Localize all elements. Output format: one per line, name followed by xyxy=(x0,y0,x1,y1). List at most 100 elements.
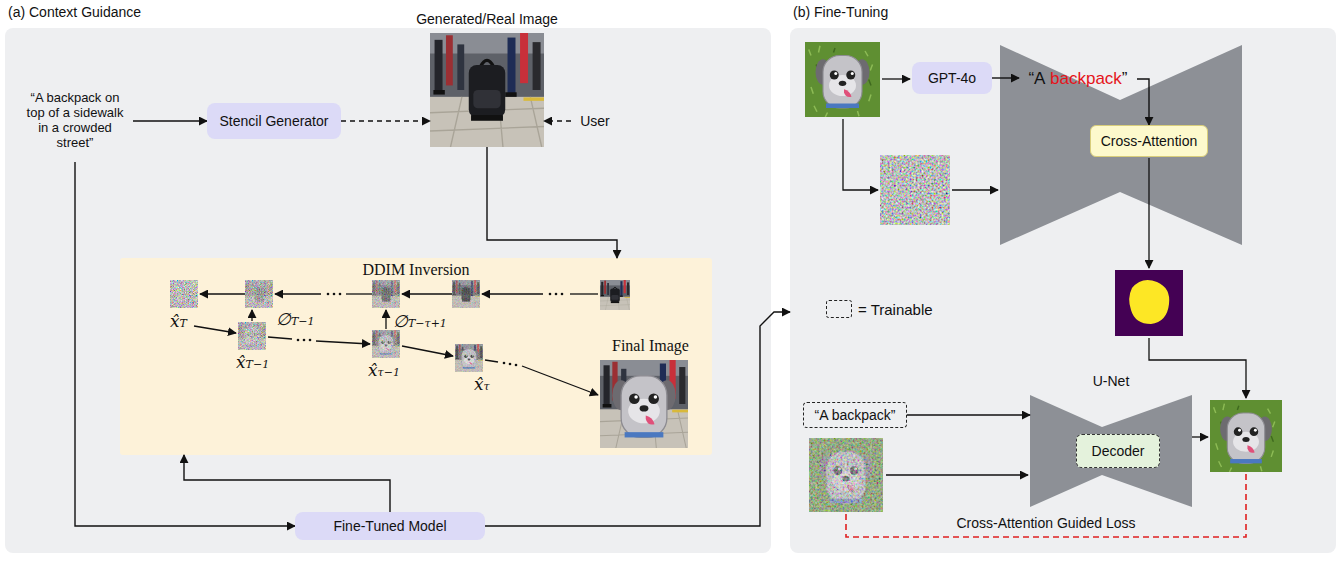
connector-arrow xyxy=(75,162,295,526)
inversion-arrows xyxy=(485,360,498,362)
fine-tuning-arrows xyxy=(1149,338,1246,398)
inversion-latents xyxy=(452,280,480,308)
fine-tuning-arrows xyxy=(952,189,998,190)
decoder-box: Decoder xyxy=(1076,434,1160,468)
connector-arrow xyxy=(485,312,790,526)
panel: “A backpack on top of a sidewalk in a cr… xyxy=(5,28,771,553)
noisy-backpack-image xyxy=(809,438,883,512)
inversion-arrows xyxy=(339,293,342,296)
variable-label: x̂τ−1 xyxy=(368,360,400,380)
legend-entry: = Trainable xyxy=(826,300,933,318)
attention-mask xyxy=(1129,280,1169,324)
variable-label: ∅T−1 xyxy=(276,309,315,329)
node-label: User xyxy=(580,113,610,129)
inversion-arrows xyxy=(402,293,452,294)
backpack-photo xyxy=(805,42,880,117)
denoised-latents xyxy=(238,322,688,448)
inversion-arrows xyxy=(268,337,292,339)
inversion-arrows xyxy=(515,364,518,367)
legend-swatch xyxy=(826,300,852,318)
node-label: “A backpack on top of a sidewalk in a cr… xyxy=(25,91,125,151)
connector-arrow xyxy=(487,147,617,258)
loss-line xyxy=(846,474,1246,537)
inversion-latents xyxy=(170,280,198,308)
inversion-arrows xyxy=(570,293,598,294)
inversion-arrows xyxy=(561,293,564,296)
connector-arrow xyxy=(341,120,430,121)
variable-label: x̂T xyxy=(170,311,187,331)
inversion-arrows xyxy=(346,293,372,294)
variable-label: x̂τ xyxy=(474,374,490,394)
inversion-latents xyxy=(372,280,400,308)
inversion-arrows xyxy=(275,293,321,294)
noisy-backpack-image xyxy=(809,438,883,512)
unet-outline xyxy=(1030,395,1192,507)
connector-arrow xyxy=(184,455,390,512)
node-heading: (a) Context Guidance xyxy=(8,4,141,20)
backpack-photo xyxy=(805,42,880,117)
process-box: Stencil Generator xyxy=(207,103,341,139)
node-heading: Generated/Real Image xyxy=(380,11,594,27)
node-heading: U-Net xyxy=(980,373,1242,389)
denoised-latents xyxy=(600,360,688,448)
inversion-latents xyxy=(170,280,630,310)
inversion-arrows xyxy=(555,293,558,296)
node-label: “A backpack” xyxy=(815,407,896,423)
inversion-latents xyxy=(600,280,630,310)
node-label: Cross-Attention xyxy=(1101,133,1197,149)
node-label: Fine-Tuned Model xyxy=(333,518,446,534)
attention-mask xyxy=(1115,270,1183,336)
inversion-arrows xyxy=(251,310,252,321)
inversion-latents xyxy=(452,280,480,308)
image-frame: Generated/Real Image xyxy=(430,33,544,147)
fine-tuning-arrows xyxy=(886,474,1028,475)
fine-tuning-arrows xyxy=(843,79,1246,475)
denoised-latents xyxy=(372,330,400,358)
process-box: Fine-Tuned Model xyxy=(295,512,485,540)
inversion-latents xyxy=(245,280,273,308)
prompt-text: “A backpack on top of a sidewalk in a cr… xyxy=(17,80,133,162)
node-label: “A xyxy=(1028,69,1045,89)
noisy-backpack-image xyxy=(809,438,883,512)
node-label: Decoder xyxy=(1092,443,1145,459)
noise-image xyxy=(880,155,950,225)
encoder-decoder-shape xyxy=(1000,45,1242,245)
variable-label: ∅T−τ+1 xyxy=(393,311,447,331)
inversion-arrows xyxy=(503,362,506,365)
inversion-arrows xyxy=(385,310,386,329)
connector-arrow xyxy=(992,77,1019,78)
inversion-arrows xyxy=(194,293,598,395)
encoder-decoder-shape xyxy=(1000,45,1242,245)
variable-label: x̂T−1 xyxy=(236,352,269,372)
denoised-latents xyxy=(238,322,266,350)
fine-tuning-arrows xyxy=(843,119,878,190)
denoised-latents xyxy=(372,330,400,358)
noise-image xyxy=(880,155,950,225)
inversion-arrows xyxy=(549,293,552,296)
node-heading: DDIM Inversion xyxy=(120,261,712,279)
connector-arrow xyxy=(133,120,207,121)
loss-line xyxy=(846,474,1246,537)
inversion-arrows xyxy=(402,346,453,356)
node-label: ” xyxy=(1122,69,1128,89)
process-band: DDIM Inversion xyxy=(120,258,712,455)
connector-arrow xyxy=(907,414,1030,415)
node-heading: (b) Fine-Tuning xyxy=(793,4,888,20)
denoised-latents xyxy=(455,344,483,372)
fine-tuning-arrows xyxy=(882,78,910,79)
inversion-arrows xyxy=(297,339,300,342)
node-label: Stencil Generator xyxy=(220,113,329,129)
image-label: Final Image xyxy=(612,337,689,355)
inversion-arrows xyxy=(522,366,598,395)
connector-arrow xyxy=(544,120,571,121)
trainable-prompt: “A backpack” xyxy=(803,402,907,428)
street-photo xyxy=(430,33,544,147)
loss-label: Cross-Attention Guided Loss xyxy=(954,515,1139,531)
inversion-arrows xyxy=(194,326,236,333)
fine-tuning-arrows xyxy=(1148,158,1149,268)
legend-label: = Trainable xyxy=(858,301,933,318)
unet-shape: DecoderU-Net xyxy=(1030,395,1192,507)
